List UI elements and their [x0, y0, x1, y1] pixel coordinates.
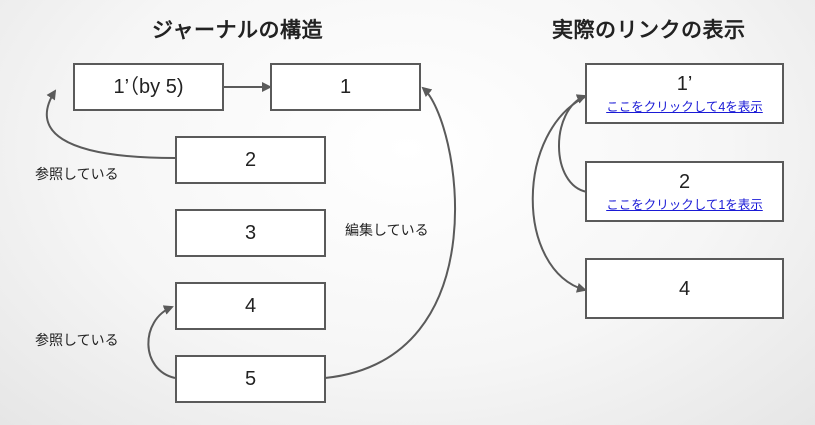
display-box-4: 4 — [585, 258, 784, 319]
journal-box-label: 1 — [339, 76, 352, 98]
journal-box-label: 2 — [244, 149, 257, 171]
display-box-2: 2 ここをクリックして1を表示 — [585, 161, 784, 222]
label-refers-5: 参照している — [35, 333, 119, 349]
journal-box-label: 3 — [244, 222, 257, 244]
journal-box-label: 4 — [244, 295, 257, 317]
journal-box-2: 2 — [175, 136, 326, 184]
arrow-5-refers-4 — [147, 305, 176, 379]
arrow-disp1-to-disp4 — [531, 88, 597, 293]
journal-box-1prime: 1’（by 5) — [73, 63, 224, 111]
journal-box-label: 5 — [244, 368, 257, 390]
arrow-disp2-to-disp1 — [558, 94, 588, 193]
arrow-5-edits-1 — [324, 86, 456, 379]
journal-box-4: 4 — [175, 282, 326, 330]
journal-box-label: 1’（by 5) — [113, 76, 184, 98]
display-link-show-4[interactable]: ここをクリックして4を表示 — [606, 99, 763, 114]
display-link-show-1[interactable]: ここをクリックして1を表示 — [606, 197, 763, 212]
actual-link-display-title: 実際のリンクの表示 — [552, 18, 746, 42]
journal-box-5: 5 — [175, 355, 326, 403]
journal-structure-title: ジャーナルの構造 — [152, 18, 323, 42]
arrow-2-refers-1prime — [45, 89, 176, 159]
display-box-label: 1’ — [676, 72, 693, 95]
display-box-1prime: 1’ ここをクリックして4を表示 — [585, 63, 784, 124]
journal-box-3: 3 — [175, 209, 326, 257]
display-box-label: 4 — [678, 277, 691, 300]
display-box-label: 2 — [678, 170, 691, 193]
label-refers-2: 参照している — [35, 167, 119, 183]
label-edits-5: 編集している — [345, 223, 429, 239]
journal-box-1: 1 — [270, 63, 421, 111]
